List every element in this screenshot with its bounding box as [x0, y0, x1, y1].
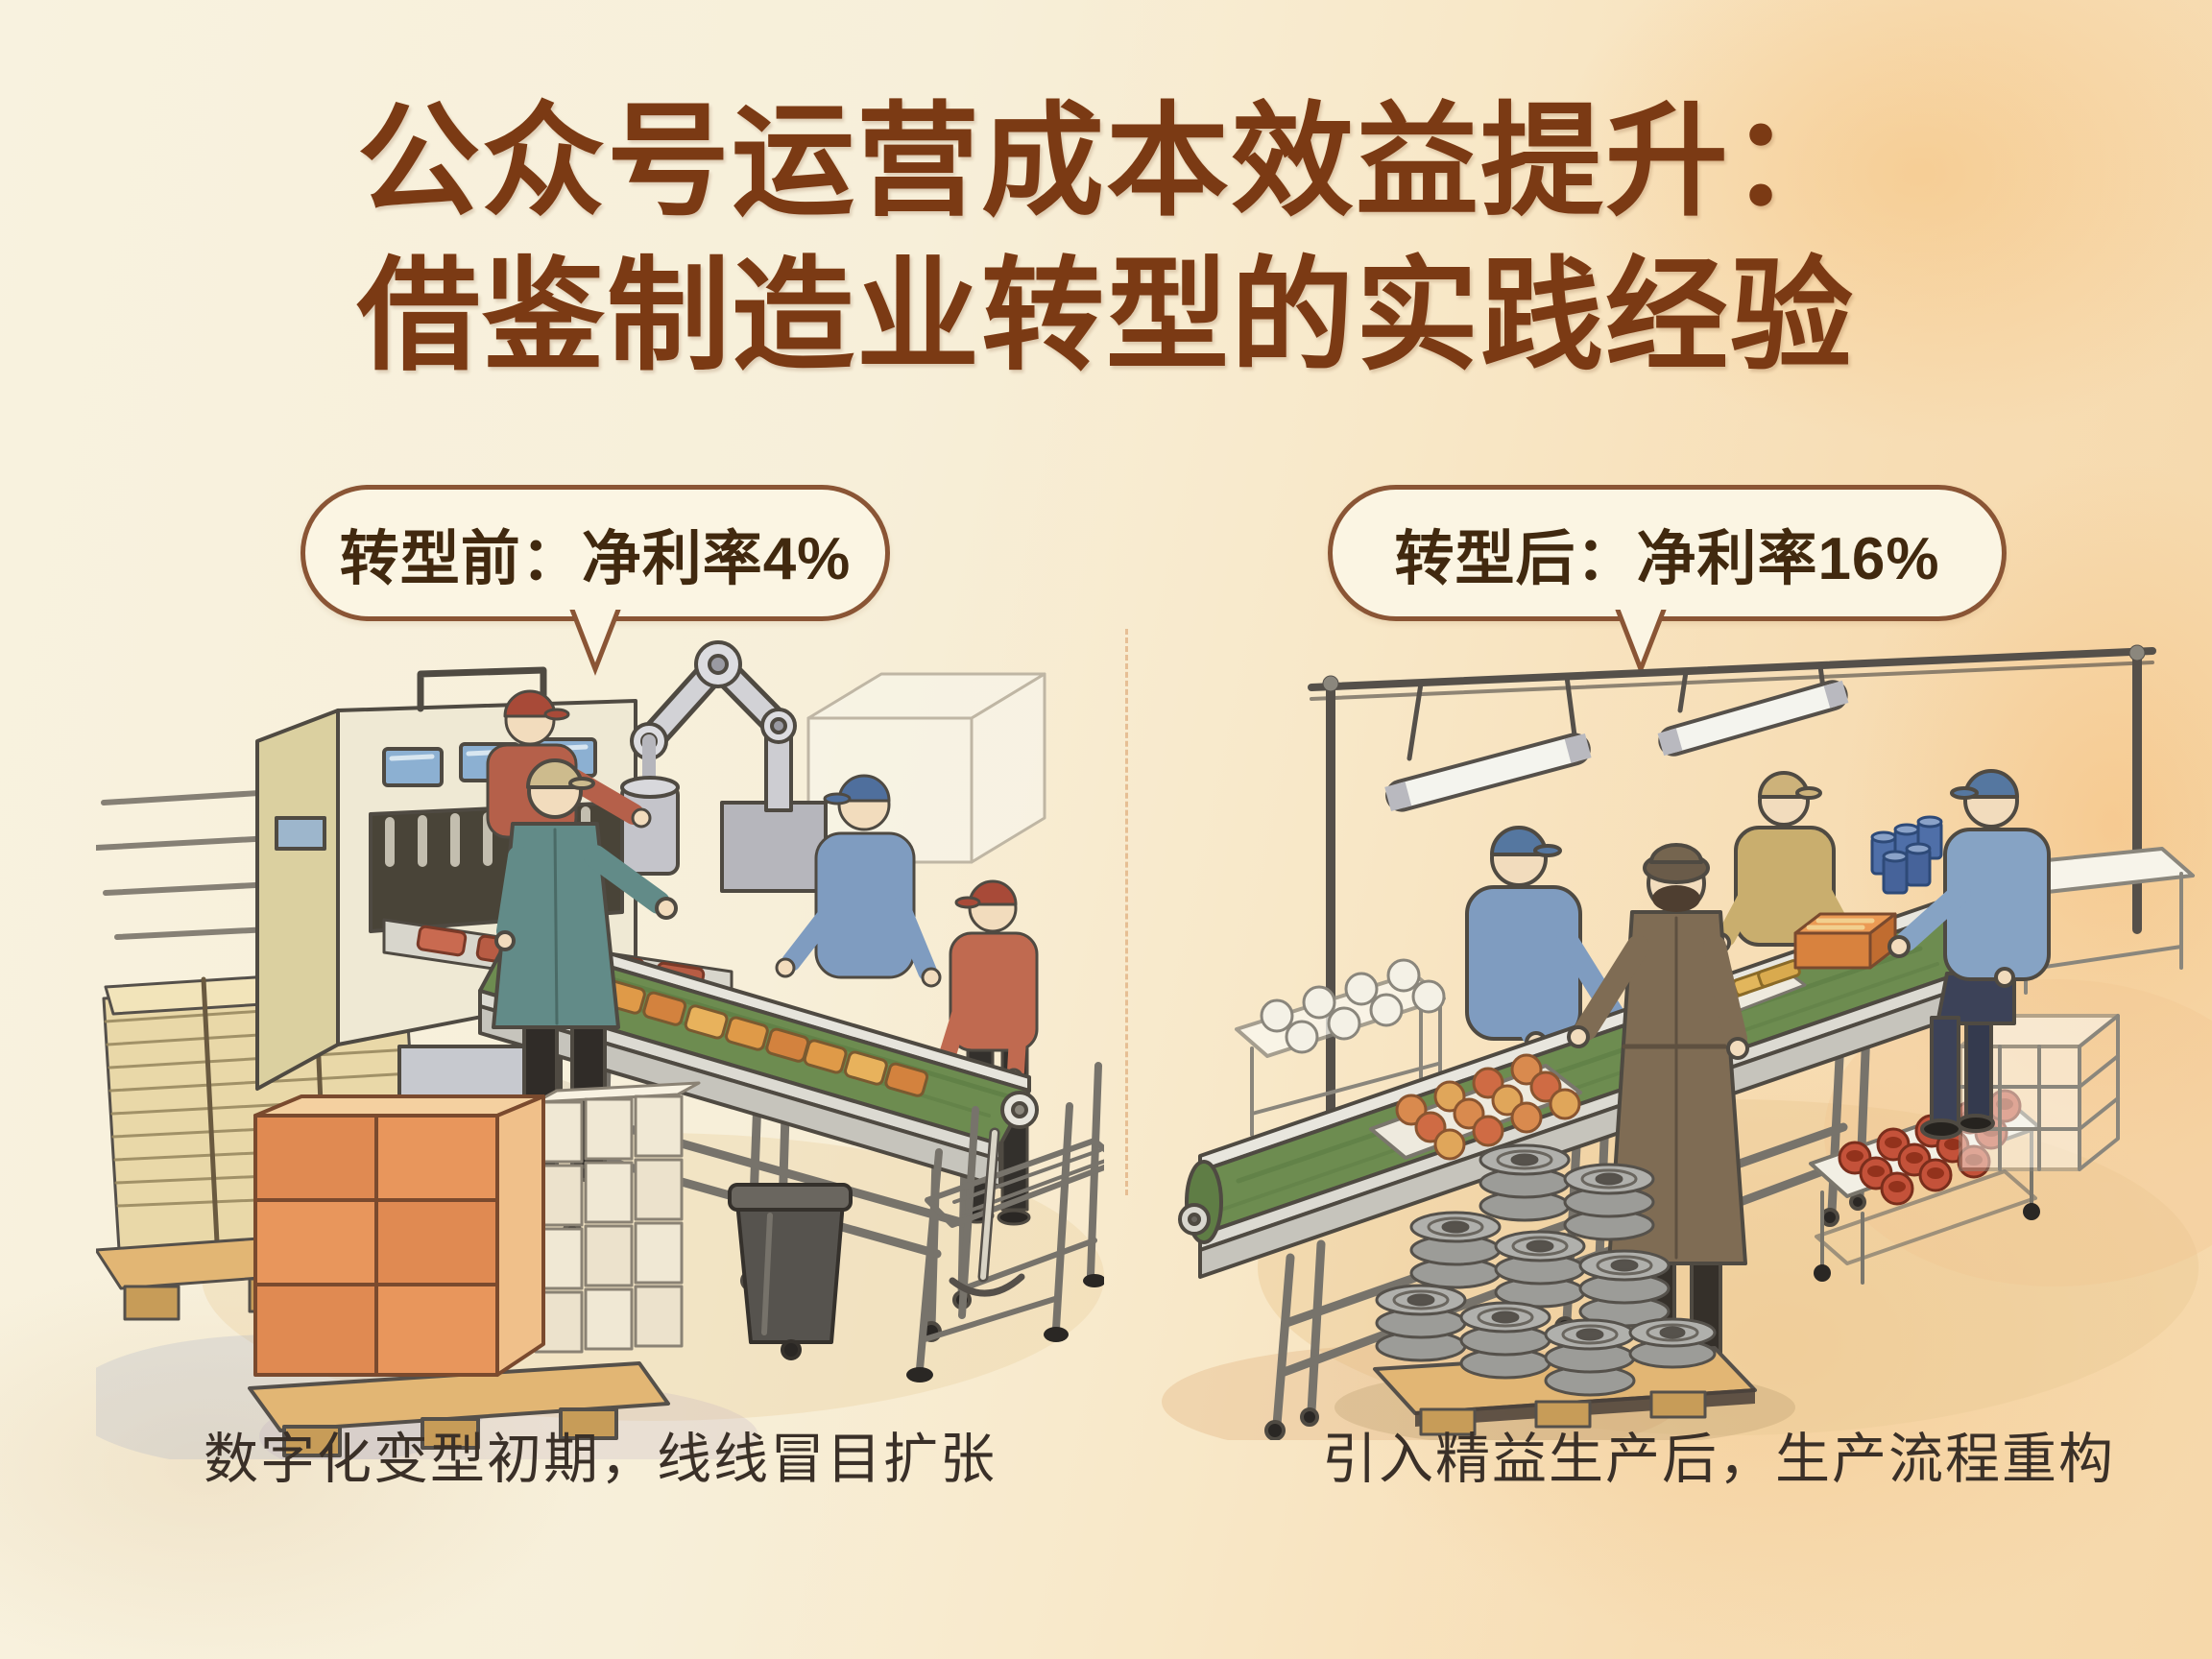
callout-after: 转型后：净利率16% — [1328, 485, 2007, 676]
worker-blue-left — [1465, 826, 1632, 1054]
blue-cans — [1870, 815, 1943, 895]
fluorescent-tube-2 — [1657, 663, 1849, 757]
worker-khaki — [1710, 771, 1858, 953]
disc-stacks — [1375, 1143, 1717, 1397]
callout-after-text: 转型后：净利率16% — [1394, 526, 1940, 592]
poster-title: 公众号运营成本效益提升： 借鉴制造业转型的实践经验 — [0, 84, 2212, 395]
parts-tray — [1369, 1053, 1582, 1161]
title-line-1: 公众号运营成本效益提升： — [356, 89, 1855, 233]
caption-before: 数字化变型初期，线线冒目扩张 — [204, 1429, 997, 1490]
white-jars — [1260, 958, 1446, 1054]
scene-divider — [1125, 629, 1128, 1195]
wire-rack-jars — [1235, 958, 1446, 1137]
fluorescent-tube-1 — [1384, 674, 1592, 812]
pallet-disc-stacks — [1334, 1143, 1795, 1440]
callout-before: 转型前：净利率4% — [301, 485, 890, 676]
callout-before-text: 转型前：净利率4% — [339, 526, 852, 592]
orange-boxes — [253, 1094, 545, 1377]
title-line-2: 借鉴制造业转型的实践经验 — [356, 244, 1855, 389]
floor-squeegee — [949, 1127, 1025, 1297]
white-packs — [534, 1081, 701, 1354]
caption-after: 引入精益生产后，生产流程重构 — [1322, 1429, 2115, 1490]
pallet-box-stack — [248, 1081, 701, 1457]
scene-before-illustration — [96, 640, 1104, 1459]
robot-arm — [620, 640, 828, 893]
trash-bin — [728, 1183, 853, 1360]
scene-after-illustration — [1162, 644, 2212, 1440]
worker-blue-seated — [1887, 769, 2051, 1140]
callout-after-tail — [1615, 610, 1667, 676]
worker-blue-belt — [775, 774, 942, 988]
machine-side-label — [275, 816, 326, 851]
tray-items — [1395, 1053, 1581, 1161]
orange-crate — [1793, 912, 1897, 970]
callout-before-tail — [569, 610, 621, 676]
